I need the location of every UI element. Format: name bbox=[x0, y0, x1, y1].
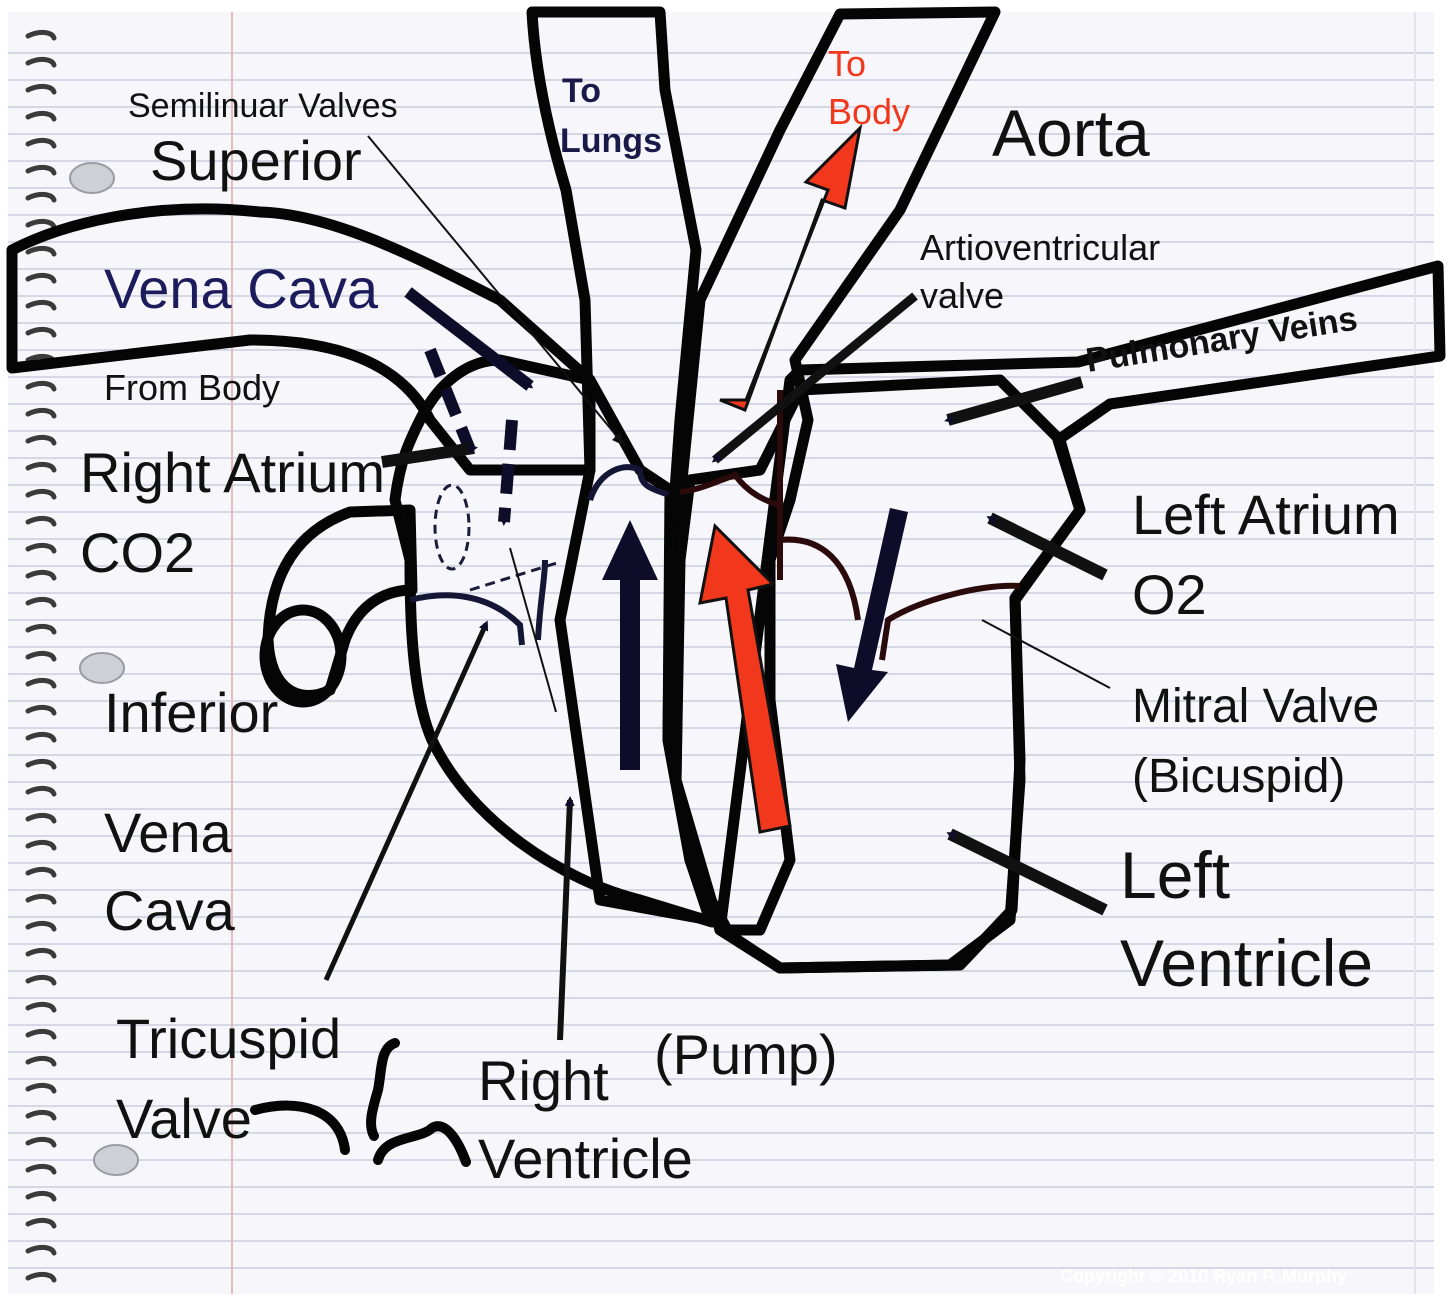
punch-hole-top bbox=[70, 163, 114, 193]
label-bicuspid: (Bicuspid) bbox=[1132, 750, 1345, 803]
label-to-lungs-2: Lungs bbox=[560, 122, 662, 160]
label-vena-cava-top: Vena Cava bbox=[104, 257, 379, 320]
label-cava: Cava bbox=[104, 879, 236, 942]
label-from-body: From Body bbox=[104, 367, 280, 408]
punch-hole-middle bbox=[80, 653, 124, 683]
label-aorta: Aorta bbox=[992, 96, 1150, 170]
label-left-atrium: Left Atrium bbox=[1132, 483, 1400, 546]
label-valve: Valve bbox=[116, 1087, 252, 1150]
label-o2: O2 bbox=[1132, 563, 1207, 626]
label-right-atrium: Right Atrium bbox=[80, 441, 385, 504]
label-right: Right bbox=[478, 1049, 609, 1112]
label-artioventricular-1: Artioventricular bbox=[920, 227, 1160, 268]
label-superior: Superior bbox=[150, 129, 362, 192]
label-left: Left bbox=[1120, 838, 1230, 912]
label-to-lungs-1: To bbox=[562, 72, 601, 110]
label-right-ventricle: Ventricle bbox=[478, 1127, 693, 1190]
copyright-text: Copyright © 2010 Ryan P. Murphy bbox=[1060, 1266, 1347, 1286]
label-vena: Vena bbox=[104, 801, 233, 864]
label-left-ventricle: Ventricle bbox=[1120, 926, 1373, 1000]
label-to-body-1: To bbox=[828, 43, 866, 84]
label-artioventricular-2: valve bbox=[920, 275, 1004, 316]
label-pump: (Pump) bbox=[654, 1023, 838, 1086]
label-mitral-valve: Mitral Valve bbox=[1132, 680, 1379, 733]
label-tricuspid: Tricuspid bbox=[116, 1007, 341, 1070]
label-inferior: Inferior bbox=[104, 681, 278, 744]
label-to-body-2: Body bbox=[828, 91, 910, 132]
label-co2: CO2 bbox=[80, 521, 195, 584]
label-semilunar-valves: Semilinuar Valves bbox=[128, 87, 398, 125]
